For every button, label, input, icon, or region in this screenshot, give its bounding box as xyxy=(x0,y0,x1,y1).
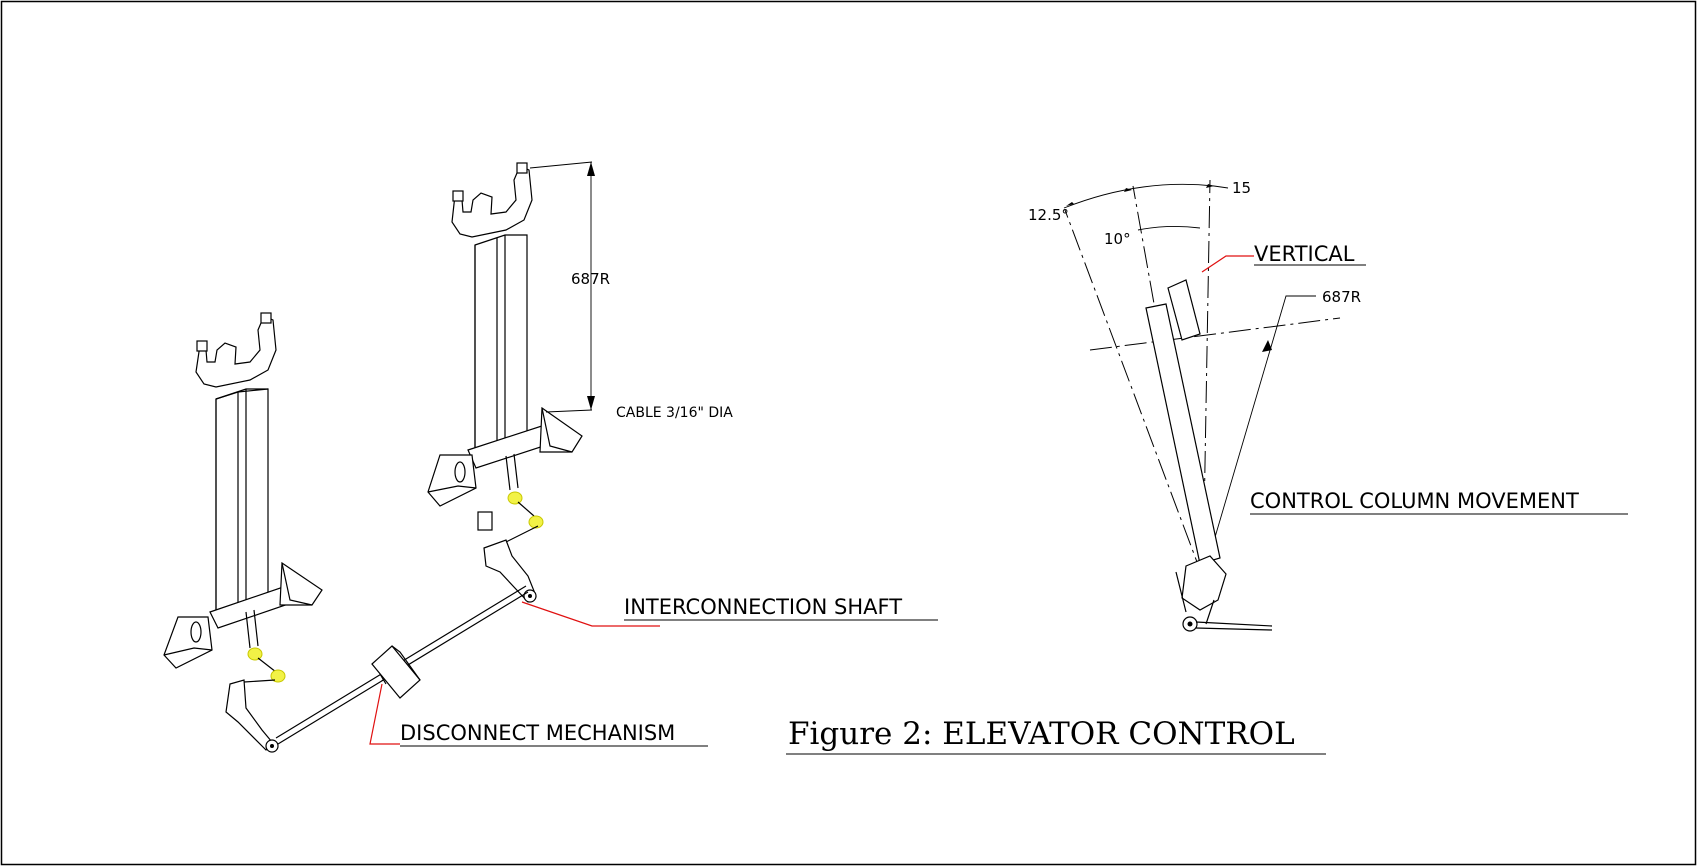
right-yoke-grip-right xyxy=(516,162,528,174)
left-joint-upper xyxy=(247,647,263,661)
left-column-front xyxy=(215,388,269,618)
left-yoke-grip-right xyxy=(260,312,272,324)
vertical-leader xyxy=(1201,255,1254,273)
disconnect-mechanism-box xyxy=(371,645,421,699)
right-bracket-left xyxy=(427,454,477,507)
left-control-column xyxy=(163,312,323,753)
disconnect-leader xyxy=(369,683,400,745)
left-bracket-left xyxy=(163,616,213,669)
left-radius-label: 687R xyxy=(571,270,610,288)
movement-diagram xyxy=(1063,179,1341,632)
interconnection-shaft-label: INTERCONNECTION SHAFT xyxy=(624,595,902,619)
right-yoke-grip-left xyxy=(452,190,464,202)
right-radius-label: 687R xyxy=(1322,288,1361,306)
right-joint-upper xyxy=(507,491,523,505)
right-column-front xyxy=(474,234,528,457)
left-yoke xyxy=(195,315,277,388)
left-joint-lower xyxy=(270,669,286,683)
angle-12-5-label: 12.5° xyxy=(1028,206,1069,224)
figure-title: Figure 2: ELEVATOR CONTROL xyxy=(788,716,1295,752)
angle-15-label: 15 xyxy=(1232,179,1251,197)
left-radius-dimension xyxy=(529,161,595,413)
vertical-label: VERTICAL xyxy=(1254,242,1355,266)
control-column-movement-label: CONTROL COLUMN MOVEMENT xyxy=(1250,489,1579,513)
disconnect-mechanism-label: DISCONNECT MECHANISM xyxy=(400,721,675,745)
interconnection-leader xyxy=(521,601,660,627)
right-control-column xyxy=(427,162,583,603)
right-joint-lower xyxy=(528,515,544,529)
right-link-plate xyxy=(477,511,493,531)
cable-label: CABLE 3/16" DIA xyxy=(616,405,733,421)
left-bellcrank xyxy=(225,679,273,751)
angle-10-label: 10° xyxy=(1104,230,1131,248)
angle-15-tick xyxy=(1213,185,1229,189)
left-yoke-grip-left xyxy=(196,340,208,352)
right-yoke xyxy=(451,165,533,238)
